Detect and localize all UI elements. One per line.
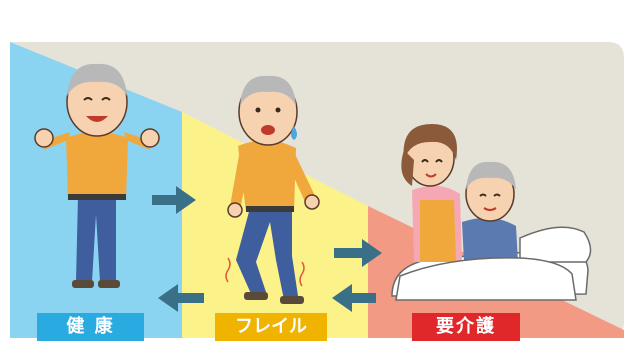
label-box-healthy: [37, 313, 144, 341]
arrow-frail-to-healthy: [158, 284, 204, 312]
arrow-care-to-frail: [332, 284, 376, 312]
label-box-care: [412, 313, 520, 341]
arrow-frail-to-care: [334, 239, 382, 267]
arrow-healthy-to-frail: [152, 186, 196, 214]
stage-label-frail: フレイル: [235, 316, 307, 337]
care-scene: [391, 124, 592, 301]
stage-label-healthy: 健 康: [66, 316, 115, 337]
healthy-elder-figure: [34, 63, 160, 288]
stage-label-care: 要介護: [436, 316, 496, 337]
frail-elder-figure: [225, 75, 320, 304]
label-box-frail: [215, 313, 327, 341]
